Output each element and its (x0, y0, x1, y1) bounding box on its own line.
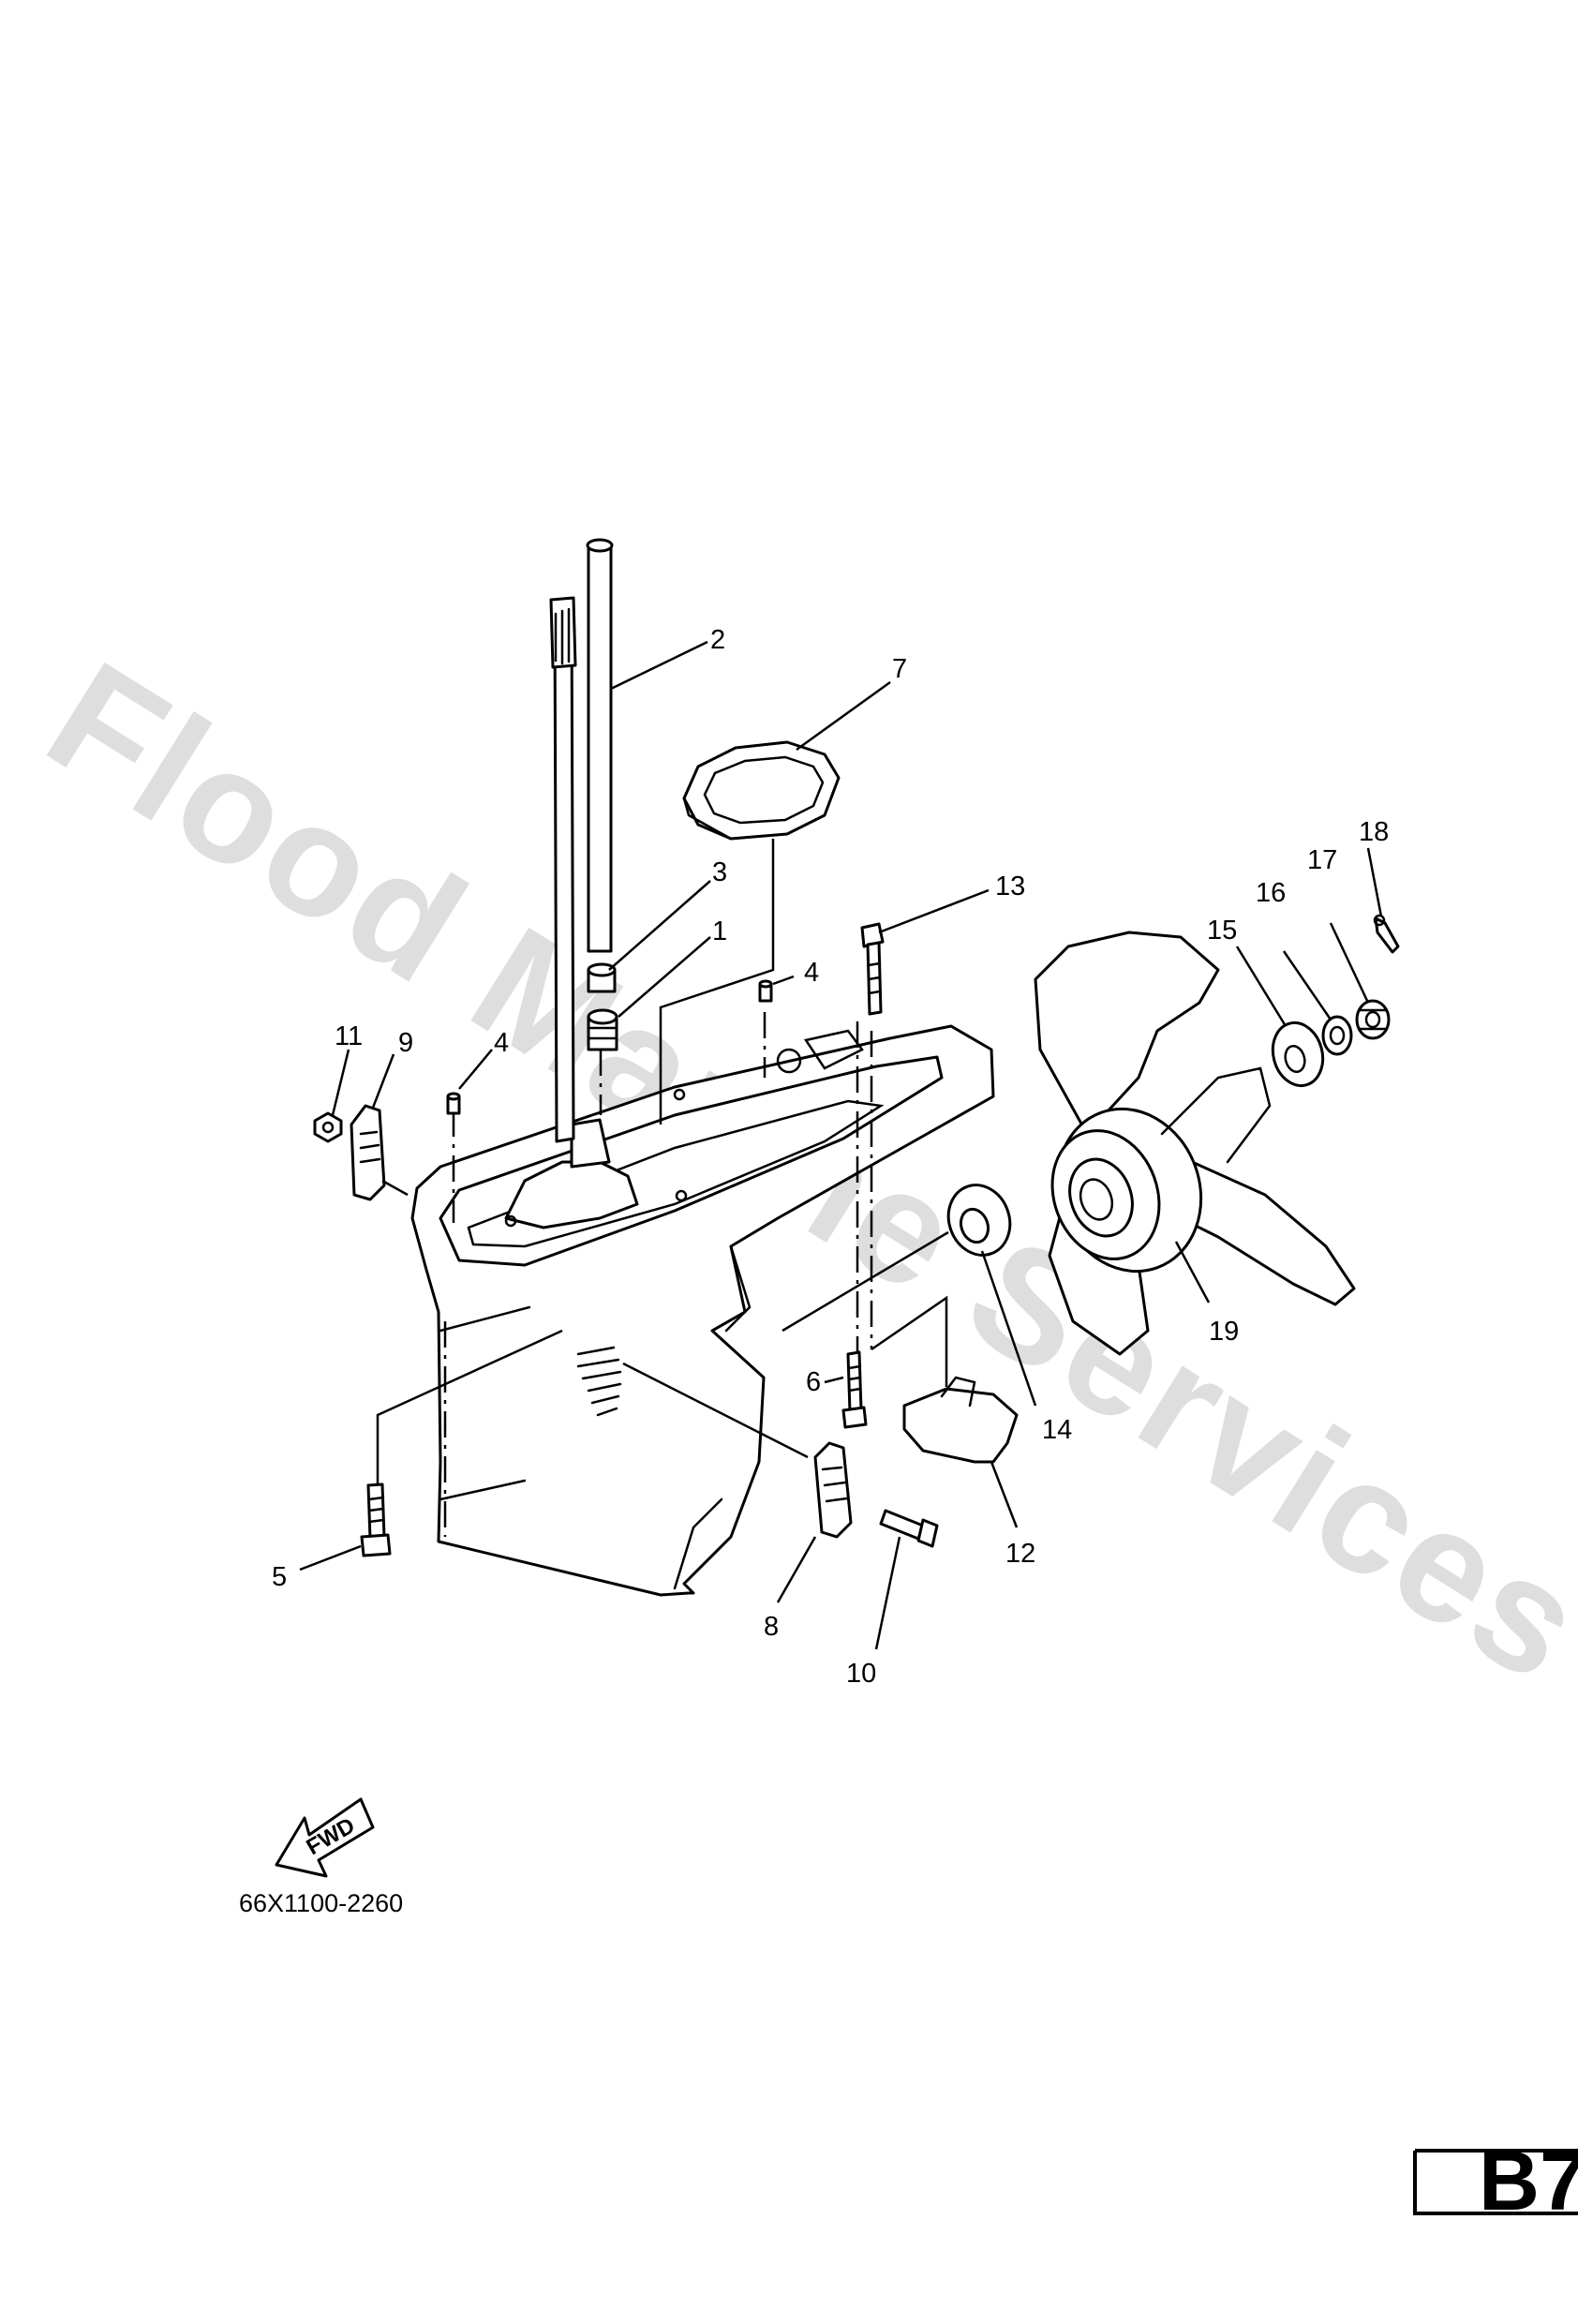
callout-19: 19 (1209, 1317, 1239, 1347)
propeller-nut (1355, 999, 1391, 1040)
callout-18: 18 (1359, 817, 1389, 847)
callout-7: 7 (892, 654, 907, 684)
page-label: B7 (1479, 2135, 1578, 2228)
dowel-pin (758, 979, 773, 1003)
callout-3: 3 (712, 857, 727, 887)
bolt (860, 922, 885, 1016)
washer (1321, 1015, 1353, 1056)
screw (879, 1509, 939, 1548)
anode (350, 1104, 386, 1201)
callout-8: 8 (764, 1612, 779, 1642)
callout-6: 6 (806, 1367, 821, 1397)
leader-lines (299, 640, 1383, 1650)
water-intake-grill (576, 1346, 622, 1417)
diagram-code: 66X1100-2260 (239, 1889, 403, 1917)
drive-shaft (549, 596, 577, 1143)
page-label-box: B7 (1413, 2135, 1578, 2228)
callout-11: 11 (335, 1021, 363, 1051)
callout-10: 10 (846, 1659, 876, 1689)
cotter-pin (1373, 914, 1400, 954)
gasket (682, 740, 841, 841)
callout-5: 5 (272, 1562, 287, 1592)
callout-16: 16 (1256, 878, 1286, 908)
grommet (587, 962, 617, 993)
bolt (360, 1482, 392, 1557)
lower-casing (410, 1024, 995, 1597)
callout-15: 15 (1207, 916, 1237, 946)
forward-direction-arrow: FWD (275, 1797, 375, 1878)
callout-2: 2 (710, 625, 725, 655)
callout-13: 13 (995, 872, 1025, 901)
callout-12: 12 (1005, 1539, 1035, 1569)
bolt (841, 1350, 868, 1429)
callout-4b: 4 (494, 1028, 509, 1058)
trim-tab-anode (902, 1376, 1019, 1464)
callout-14: 14 (1042, 1415, 1072, 1445)
callout-1: 1 (712, 916, 727, 946)
callout-9: 9 (398, 1028, 413, 1058)
callout-4a: 4 (804, 958, 819, 988)
seal-rubber (587, 1008, 618, 1051)
dowel-pin (446, 1092, 461, 1115)
water-tube (586, 538, 614, 953)
thrust-washer (946, 1184, 1012, 1257)
anode (813, 1441, 853, 1539)
nut (313, 1111, 343, 1143)
callout-labels: 1 2 3 4 4 5 6 7 8 9 10 11 12 13 14 15 16… (272, 625, 1389, 1689)
spacer (1271, 1020, 1325, 1088)
callout-17: 17 (1307, 845, 1337, 875)
propeller (1034, 931, 1356, 1356)
